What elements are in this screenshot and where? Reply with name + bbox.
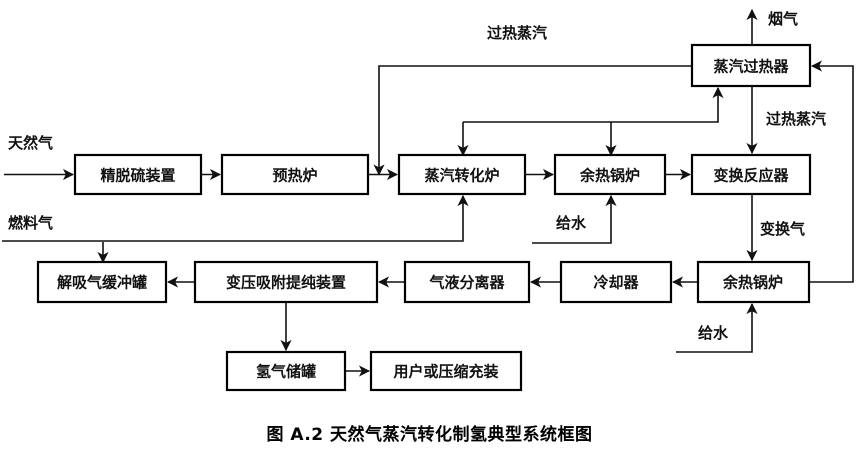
node-label: 预热炉 <box>272 167 317 185</box>
node-label: 变压吸附提纯装置 <box>226 274 346 292</box>
node-label: 余热锅炉 <box>579 167 640 185</box>
node-label: 精脱硫装置 <box>100 167 175 185</box>
stream-label-fuel-gas: 燃料气 <box>8 214 53 232</box>
node-label: 变换反应器 <box>713 167 789 185</box>
line-feedwater-to-whboiler1 <box>532 194 617 244</box>
process-nodes: 精脱硫装置 预热炉 蒸汽转化炉 余热锅炉 蒸汽过热器 变换反应器 <box>36 43 812 392</box>
node-label: 蒸汽转化炉 <box>424 167 499 185</box>
line-whboiler2-steam-to-superheater <box>809 60 854 283</box>
stream-label-superheated-steam-right: 过热蒸汽 <box>766 110 826 128</box>
line-steam-header-to-superheater <box>463 86 724 123</box>
node-label: 氢气储罐 <box>256 363 316 381</box>
stream-label-feedwater-1: 给水 <box>556 214 587 232</box>
node-preheating-furnace[interactable]: 预热炉 <box>220 153 370 196</box>
stream-label-natural-gas: 天然气 <box>8 134 53 152</box>
node-gas-liquid-separator[interactable]: 气液分离器 <box>403 260 531 304</box>
node-shift-reactor[interactable]: 变换反应器 <box>690 153 812 196</box>
node-label: 蒸汽过热器 <box>713 58 789 76</box>
stream-label-flue-gas: 烟气 <box>768 10 798 28</box>
figure-caption: 图 A.2 天然气蒸汽转化制氢典型系统框图 <box>266 425 593 445</box>
node-label: 冷却器 <box>593 274 639 292</box>
connectors <box>2 8 854 377</box>
node-steam-superheater[interactable]: 蒸汽过热器 <box>690 43 812 88</box>
node-user-or-compression-filling[interactable]: 用户或压缩充装 <box>369 350 523 392</box>
node-waste-heat-boiler-1[interactable]: 余热锅炉 <box>553 153 667 196</box>
node-steam-reformer[interactable]: 蒸汽转化炉 <box>397 153 527 196</box>
node-hydrogen-storage-tank[interactable]: 氢气储罐 <box>225 350 347 392</box>
stream-label-shift-gas: 变换气 <box>760 220 805 238</box>
stream-label-superheated-steam-top: 过热蒸汽 <box>487 24 547 42</box>
node-cooler[interactable]: 冷却器 <box>559 260 673 304</box>
node-desulfurization-unit[interactable]: 精脱硫装置 <box>73 153 203 196</box>
node-psa-purification-unit[interactable]: 变压吸附提纯装置 <box>193 260 379 304</box>
node-desorption-gas-buffer-tank[interactable]: 解吸气缓冲罐 <box>36 260 168 304</box>
node-label: 解吸气缓冲罐 <box>57 274 147 292</box>
node-waste-heat-boiler-2[interactable]: 余热锅炉 <box>696 260 811 304</box>
line-fuelgas-header-to-reformer <box>2 194 469 242</box>
line-superheated-steam-to-reformer <box>373 65 692 176</box>
line-feedwater-to-whboiler2 <box>676 302 758 353</box>
node-label: 气液分离器 <box>428 274 505 292</box>
stream-label-feedwater-2: 给水 <box>698 324 729 342</box>
node-label: 余热锅炉 <box>722 274 783 292</box>
stream-labels: 天然气 燃料气 过热蒸汽 烟气 过热蒸汽 变换气 给水 给水 <box>8 10 826 342</box>
node-label: 用户或压缩充装 <box>393 363 499 381</box>
